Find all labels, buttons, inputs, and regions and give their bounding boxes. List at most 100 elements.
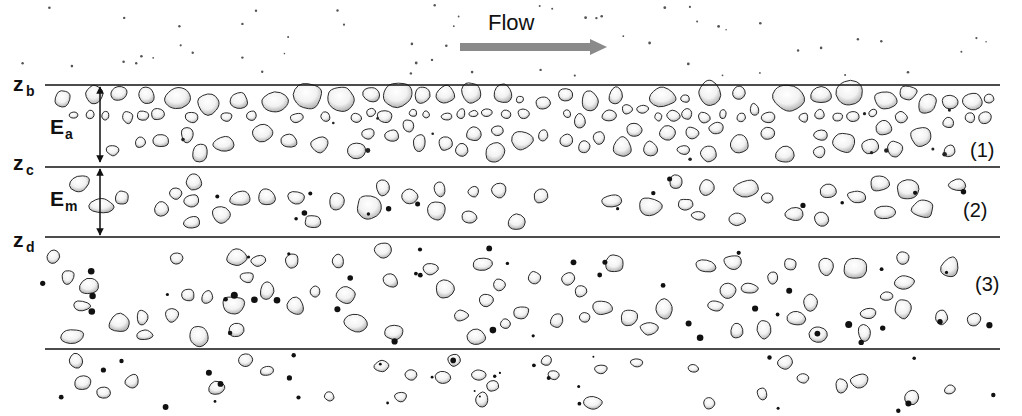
sediment-grain: [367, 212, 370, 215]
pebble: [383, 274, 397, 287]
pebble: [473, 258, 492, 270]
pebble: [462, 83, 481, 103]
pebble: [965, 113, 975, 123]
sediment-grain: [767, 355, 771, 359]
sediment-grain: [797, 49, 799, 51]
sediment-grain: [884, 148, 888, 152]
pebble: [733, 180, 758, 197]
sediment-grain: [697, 334, 704, 341]
pebble: [481, 109, 492, 117]
pebble: [351, 113, 362, 122]
sediment-grain: [752, 305, 758, 311]
sediment-grain: [274, 297, 281, 304]
sediment-grain: [776, 313, 780, 317]
pebble: [677, 146, 690, 155]
pebble: [357, 196, 381, 219]
sediment-grain: [912, 356, 916, 360]
sediment-grain: [986, 322, 992, 328]
pebble: [979, 112, 992, 124]
pebble: [491, 126, 503, 136]
pebble: [259, 189, 276, 205]
pebble: [900, 86, 917, 100]
pebble: [221, 113, 232, 122]
pebble: [310, 286, 320, 297]
pebble: [471, 370, 486, 380]
pebble: [344, 314, 368, 332]
pebble: [290, 113, 303, 122]
sediment-grain: [584, 16, 587, 19]
pebble: [86, 110, 94, 119]
sediment-grain: [597, 273, 602, 278]
sediment-grain: [287, 252, 290, 255]
pebble: [374, 360, 389, 371]
sediment-grain: [122, 60, 125, 63]
sediment-grain: [379, 363, 382, 366]
sediment-grain: [907, 71, 910, 74]
sediment-grain: [292, 353, 296, 357]
pebble: [185, 112, 198, 122]
pebble: [321, 112, 330, 122]
pebble: [785, 207, 803, 220]
sediment-grain: [859, 340, 864, 345]
sediment-grain: [247, 255, 250, 258]
elevation-symbol: z: [13, 229, 24, 250]
sediment-grain: [181, 138, 185, 142]
pebble: [183, 216, 199, 228]
pebble: [593, 301, 613, 314]
pebble: [936, 310, 948, 325]
pebble: [106, 146, 119, 156]
pebble: [61, 330, 84, 344]
sediment-grain: [123, 17, 125, 19]
pebble: [649, 87, 676, 107]
pebble: [252, 124, 272, 142]
pebble: [563, 110, 570, 118]
sediment-grain: [551, 8, 553, 10]
pebble: [700, 180, 715, 196]
pebble: [190, 326, 208, 346]
pebble: [423, 111, 430, 118]
pebble: [154, 202, 168, 217]
pebble: [761, 193, 773, 203]
pebble: [819, 258, 834, 275]
pebble: [799, 113, 808, 122]
thickness-subscript: m: [65, 199, 77, 213]
pebble: [730, 135, 748, 153]
pebble: [894, 276, 914, 290]
sediment-grain: [59, 395, 64, 400]
pebble: [182, 289, 194, 301]
sediment-grain: [532, 334, 535, 337]
sediment-grain: [592, 356, 594, 358]
pebble: [230, 92, 247, 108]
pebble: [613, 137, 631, 157]
sediment-grain: [689, 6, 691, 8]
pebble: [55, 91, 70, 107]
sediment-grain: [687, 63, 690, 66]
pebble: [847, 112, 860, 122]
sediment-grain: [48, 6, 51, 9]
sediment-grain: [820, 47, 823, 50]
pebble: [427, 202, 445, 220]
flow-label: Flow: [488, 12, 534, 34]
pebble: [139, 87, 154, 104]
pebble: [880, 292, 893, 301]
pebble: [137, 330, 153, 340]
layer-line: [45, 166, 1000, 168]
pebble: [772, 85, 804, 111]
sediment-grain: [777, 407, 780, 410]
pebble: [678, 199, 693, 210]
pebble: [558, 89, 572, 101]
pebble: [820, 184, 836, 198]
pebble: [362, 129, 375, 139]
pebble: [887, 141, 902, 157]
pebble: [409, 109, 416, 116]
pebble: [757, 321, 771, 340]
pebble: [761, 127, 775, 139]
pebble: [757, 388, 767, 400]
pebble: [562, 273, 575, 286]
thickness-arrow: [99, 169, 101, 235]
sediment-grain: [215, 195, 219, 199]
pebble: [514, 307, 529, 319]
sediment-grain: [595, 17, 597, 19]
sediment-grain: [206, 370, 212, 376]
